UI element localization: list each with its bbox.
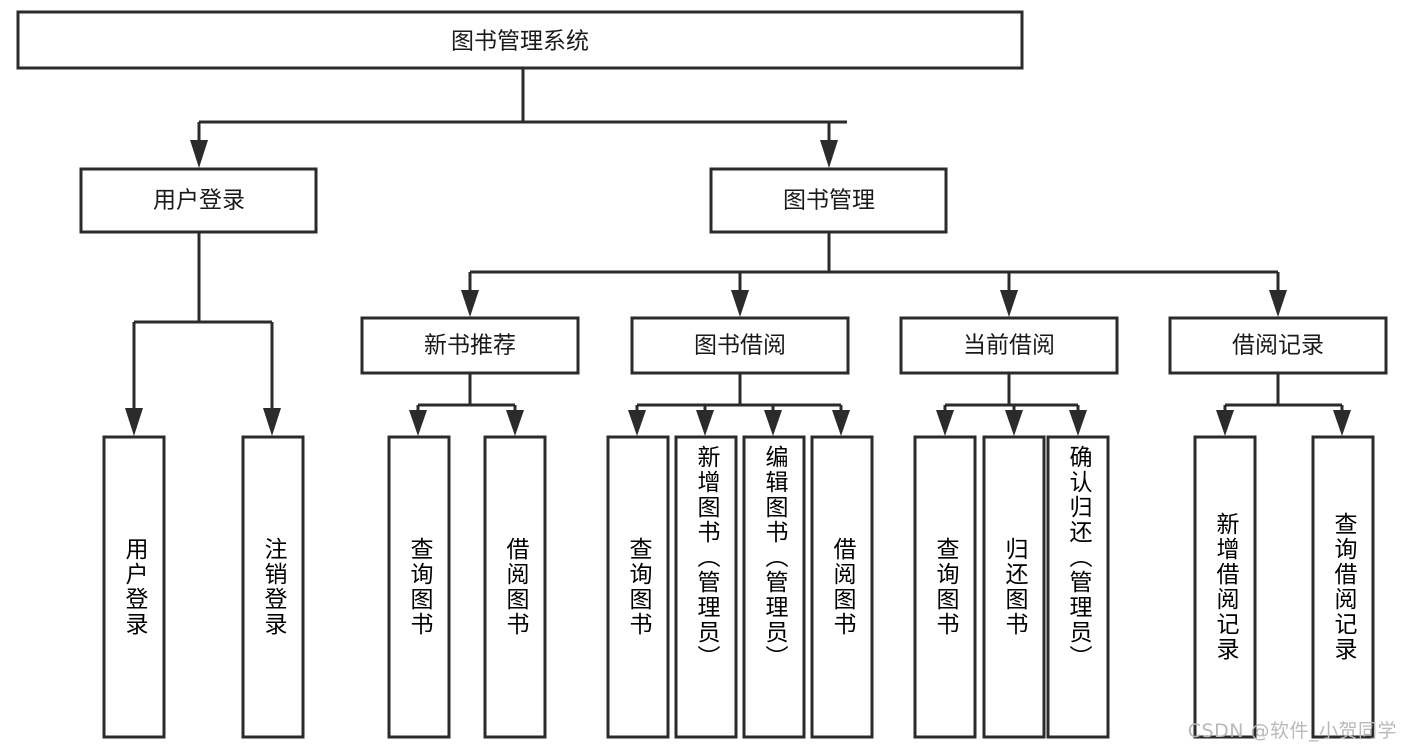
node-leaf-add-borrow-record-label: 新增借阅记录 — [1212, 512, 1238, 662]
arrow-head-icon — [628, 410, 646, 436]
node-new-book-recommend[interactable]: 新书推荐 — [360, 316, 580, 375]
arrow-head-icon — [731, 290, 749, 317]
node-leaf-recommend-borrow-book-label: 借阅图书 — [502, 537, 528, 637]
node-leaf-borrow-query-book[interactable]: 查询图书 — [606, 435, 670, 739]
node-leaf-edit-book-admin-label: 编辑图书（管理员） — [761, 445, 787, 670]
node-leaf-add-book-admin-label: 新增图书（管理员） — [693, 445, 719, 670]
arrow-head-icon — [1005, 410, 1023, 436]
node-leaf-query-borrow-record-label: 查询借阅记录 — [1330, 512, 1356, 662]
arrow-head-icon — [1216, 410, 1234, 436]
node-book-manage[interactable]: 图书管理 — [709, 167, 948, 234]
arrow-head-icon — [190, 140, 208, 168]
node-leaf-borrow-lend-book-label: 借阅图书 — [829, 537, 855, 637]
node-user-login-label: 用户登录 — [153, 188, 245, 214]
arrow-head-icon — [764, 410, 782, 436]
node-root-system[interactable]: 图书管理系统 — [16, 10, 1024, 70]
node-leaf-return-book[interactable]: 归还图书 — [982, 435, 1046, 739]
node-new-book-recommend-label: 新书推荐 — [424, 333, 516, 359]
node-leaf-current-query-book[interactable]: 查询图书 — [913, 435, 977, 739]
connector-new-book-rec-to-leaves — [409, 373, 524, 436]
arrow-head-icon — [1000, 290, 1018, 317]
arrow-head-icon — [506, 410, 524, 436]
connector-user-login-to-leaves — [125, 232, 281, 436]
node-leaf-user-login-label: 用户登录 — [121, 537, 147, 637]
node-leaf-query-borrow-record[interactable]: 查询借阅记录 — [1311, 435, 1375, 739]
node-leaf-current-query-book-label: 查询图书 — [932, 537, 958, 637]
node-root-system-label: 图书管理系统 — [451, 29, 589, 55]
arrow-head-icon — [461, 290, 479, 317]
node-leaf-user-logout-label: 注销登录 — [260, 537, 286, 637]
arrow-head-icon — [696, 410, 714, 436]
arrow-head-icon — [125, 408, 143, 436]
node-book-borrow-label: 图书借阅 — [694, 333, 786, 359]
node-borrow-record[interactable]: 借阅记录 — [1168, 316, 1388, 375]
connector-root-to-level2 — [190, 68, 847, 168]
node-current-borrow[interactable]: 当前借阅 — [899, 316, 1119, 375]
arrow-head-icon — [1269, 290, 1287, 317]
arrow-head-icon — [1069, 410, 1087, 436]
node-current-borrow-label: 当前借阅 — [963, 333, 1055, 359]
node-leaf-confirm-return-admin[interactable]: 确认归还（管理员） — [1046, 435, 1110, 739]
node-borrow-record-label: 借阅记录 — [1232, 333, 1324, 359]
node-leaf-return-book-label: 归还图书 — [1001, 537, 1027, 637]
arrow-head-icon — [1333, 410, 1351, 436]
node-leaf-add-book-admin[interactable]: 新增图书（管理员） — [674, 435, 738, 739]
node-leaf-confirm-return-admin-label: 确认归还（管理员） — [1065, 445, 1091, 670]
arrow-head-icon — [936, 410, 954, 436]
connector-borrow-record-to-leaves — [1216, 373, 1351, 436]
node-leaf-borrow-lend-book[interactable]: 借阅图书 — [810, 435, 874, 739]
node-leaf-recommend-query-book[interactable]: 查询图书 — [387, 435, 451, 739]
arrow-head-icon — [832, 410, 850, 436]
arrow-head-icon — [263, 408, 281, 436]
node-leaf-add-borrow-record[interactable]: 新增借阅记录 — [1193, 435, 1257, 739]
node-book-borrow[interactable]: 图书借阅 — [630, 316, 850, 375]
node-leaf-edit-book-admin[interactable]: 编辑图书（管理员） — [742, 435, 806, 739]
node-user-login[interactable]: 用户登录 — [79, 167, 318, 234]
node-leaf-recommend-query-book-label: 查询图书 — [406, 537, 432, 637]
node-leaf-user-logout[interactable]: 注销登录 — [241, 435, 305, 739]
node-leaf-borrow-query-book-label: 查询图书 — [625, 537, 651, 637]
connector-book-borrow-to-leaves — [628, 373, 850, 436]
arrow-head-icon — [820, 140, 838, 168]
arrow-head-icon — [409, 410, 427, 436]
node-leaf-recommend-borrow-book[interactable]: 借阅图书 — [483, 435, 547, 739]
node-book-manage-label: 图书管理 — [783, 188, 875, 214]
node-leaf-user-login[interactable]: 用户登录 — [102, 435, 166, 739]
connector-book-manage-to-level3 — [461, 232, 1287, 317]
connector-current-borrow-to-leaves — [936, 373, 1087, 436]
